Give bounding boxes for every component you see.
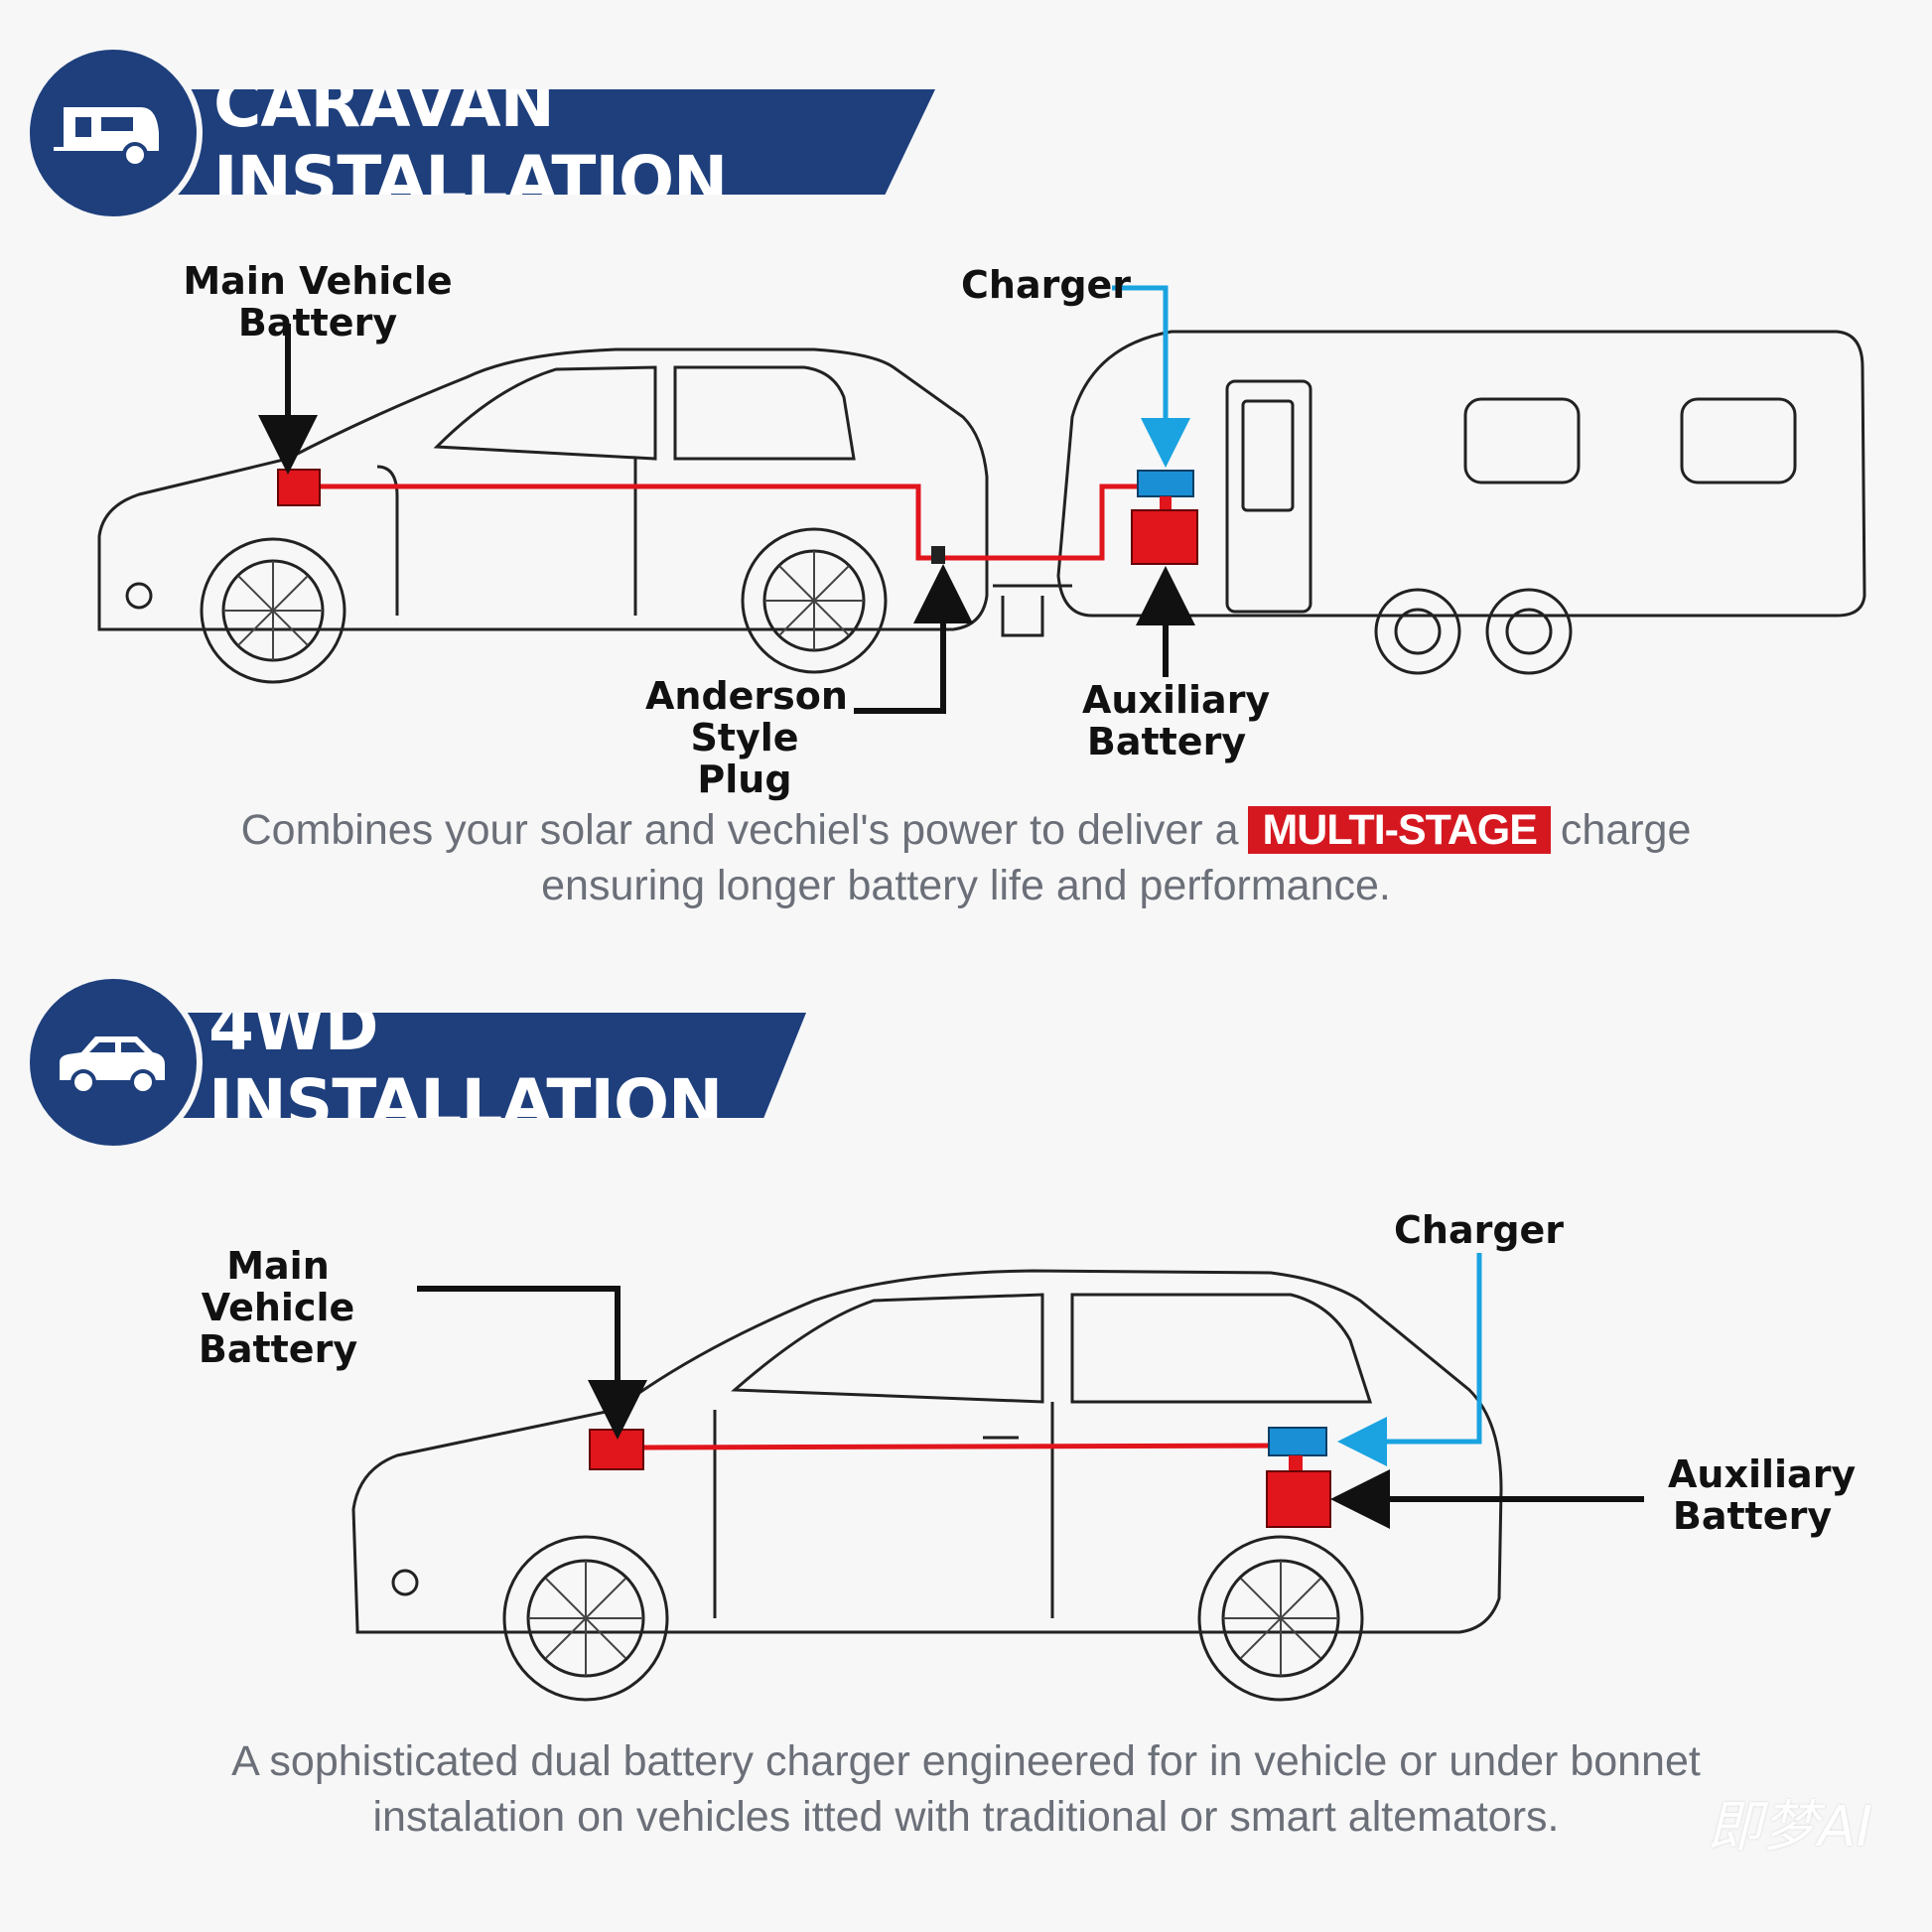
caravan-label-anderson: Anderson Style Plug	[645, 674, 848, 801]
caravan-charger	[1137, 470, 1194, 497]
caravan-badge	[24, 44, 203, 222]
caravan-aux-battery	[1131, 509, 1198, 565]
fwd-label-main-battery: Main Vehicle Battery	[159, 1245, 397, 1370]
caravan-main-battery	[277, 469, 321, 506]
caravan-icon	[54, 107, 159, 168]
caravan-label-aux-battery: Auxiliary Battery	[1082, 678, 1271, 763]
anderson-line1: Anderson	[645, 674, 848, 718]
fwd-title-banner: 4WD INSTALLATION	[99, 1013, 806, 1118]
fwd-desc-line1: A sophisticated dual battery charger eng…	[231, 1737, 1701, 1785]
fwd-aux-battery	[1266, 1470, 1331, 1528]
caravan-label-charger: Charger	[961, 263, 1132, 307]
fwd-car-wheel-spokes	[528, 1561, 1338, 1676]
car-icon	[60, 1036, 165, 1095]
caravan-car-drawing	[97, 347, 989, 684]
caravan-label-main-battery: Main Vehicle Battery	[183, 259, 453, 345]
fwd-main-battery	[589, 1429, 644, 1470]
caravan-aux-line1: Auxiliary	[1082, 678, 1271, 722]
watermark: 即梦AI	[1707, 1795, 1872, 1860]
fwd-arrows	[417, 1253, 1644, 1529]
fwd-aux-line1: Auxiliary	[1668, 1452, 1857, 1496]
anderson-plug	[931, 546, 945, 564]
caravan-trailer-drawing	[993, 330, 1866, 675]
caravan-description: Combines your solar and vechiel's power …	[0, 802, 1932, 913]
fwd-description: A sophisticated dual battery charger eng…	[0, 1733, 1932, 1845]
caravan-desc-before: Combines your solar and vechiel's power …	[240, 806, 1239, 854]
caravan-desc-line1: Combines your solar and vechiel's power …	[0, 802, 1932, 858]
fwd-desc-line2: instalation on vehicles itted with tradi…	[372, 1793, 1560, 1841]
fwd-label-aux-battery: Auxiliary Battery	[1668, 1452, 1857, 1538]
caravan-car-wheel-spokes	[223, 551, 864, 660]
caravan-wiring	[277, 469, 1198, 565]
caravan-desc-line2: ensuring longer battery life and perform…	[541, 862, 1391, 909]
fwd-main-line1: Main Vehicle	[201, 1244, 355, 1329]
fwd-badge	[24, 973, 203, 1152]
caravan-aux-line2: Battery	[1086, 720, 1247, 763]
fwd-aux-line2: Battery	[1672, 1494, 1833, 1538]
fwd-label-charger: Charger	[1394, 1208, 1565, 1252]
caravan-desc-after: charge	[1560, 806, 1692, 854]
fwd-main-line2: Battery	[198, 1327, 358, 1371]
fwd-title: 4WD INSTALLATION	[208, 989, 723, 1142]
multi-stage-highlight: MULTI-STAGE	[1248, 806, 1551, 854]
fwd-charger	[1268, 1427, 1327, 1456]
fwd-wiring	[589, 1427, 1331, 1528]
anderson-line2: Style Plug	[690, 716, 799, 801]
caravan-title-banner: CARAVAN INSTALLATION	[99, 89, 935, 195]
caravan-arrows	[258, 285, 1195, 714]
caravan-title: CARAVAN INSTALLATION	[213, 66, 728, 218]
